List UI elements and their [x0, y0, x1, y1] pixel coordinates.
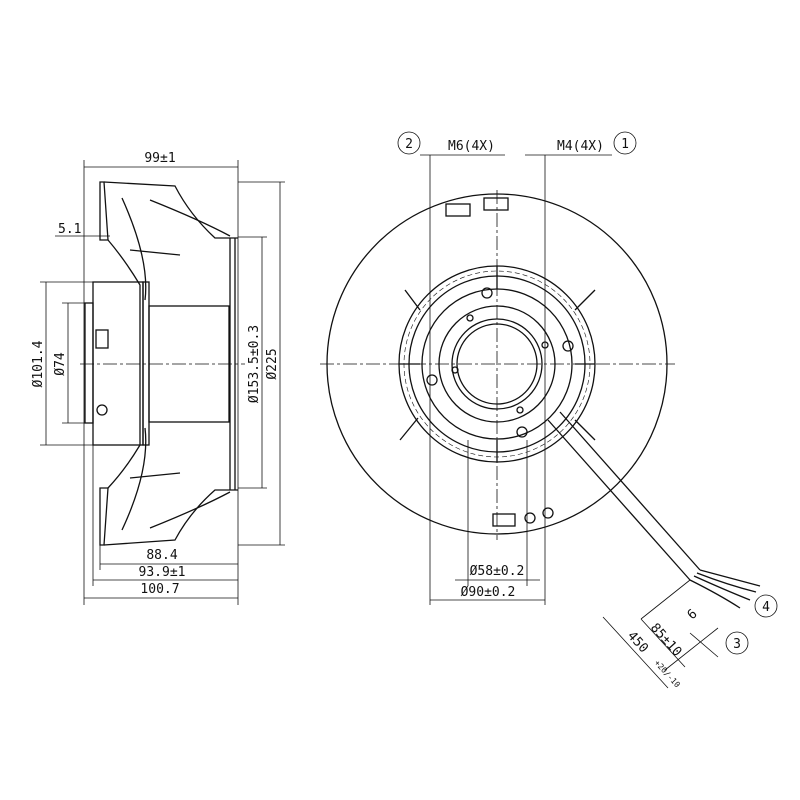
callout-1-label: 1	[621, 137, 629, 152]
mounting-holes	[426, 287, 574, 438]
dim-width-top: 99±1	[144, 151, 175, 166]
callout-3-label: 3	[733, 637, 741, 652]
dim-dia-hub: Ø74	[53, 352, 68, 376]
dim-strip: 6	[685, 607, 701, 623]
cable	[547, 411, 761, 609]
front-view: 2 1 M6(4X) M4(4X) Ø58±0.2 Ø90±0.2 85±10 …	[320, 131, 778, 690]
callout-2-label: 2	[405, 137, 413, 152]
dim-85: 85±10	[647, 621, 684, 660]
dim-93: 93.9±1	[139, 565, 186, 580]
dim-450-tol: +20/-10	[653, 658, 682, 689]
callout-2	[397, 131, 421, 155]
thread-m6: M6(4X)	[448, 139, 495, 154]
callout-4	[754, 594, 778, 618]
dim-dia-inlet: Ø153.5±0.3	[247, 325, 262, 403]
dim-88: 88.4	[146, 548, 177, 563]
dim-100: 100.7	[140, 582, 179, 597]
dim-dia-mount: Ø101.4	[31, 340, 46, 387]
callout-1	[613, 131, 637, 155]
dim-dia-outer: Ø225	[265, 348, 280, 379]
side-view: 99±1 5.1 Ø101.4 Ø74 Ø153.5±0.3 Ø225 88.4…	[31, 151, 285, 605]
thread-m4: M4(4X)	[557, 139, 604, 154]
dim-450: 450	[624, 629, 651, 656]
dim-dia-58: Ø58±0.2	[470, 564, 525, 579]
callout-4-label: 4	[762, 600, 770, 615]
dim-inlet-offset: 5.1	[58, 222, 81, 237]
dim-dia-90: Ø90±0.2	[461, 585, 516, 600]
callout-3	[725, 631, 749, 655]
